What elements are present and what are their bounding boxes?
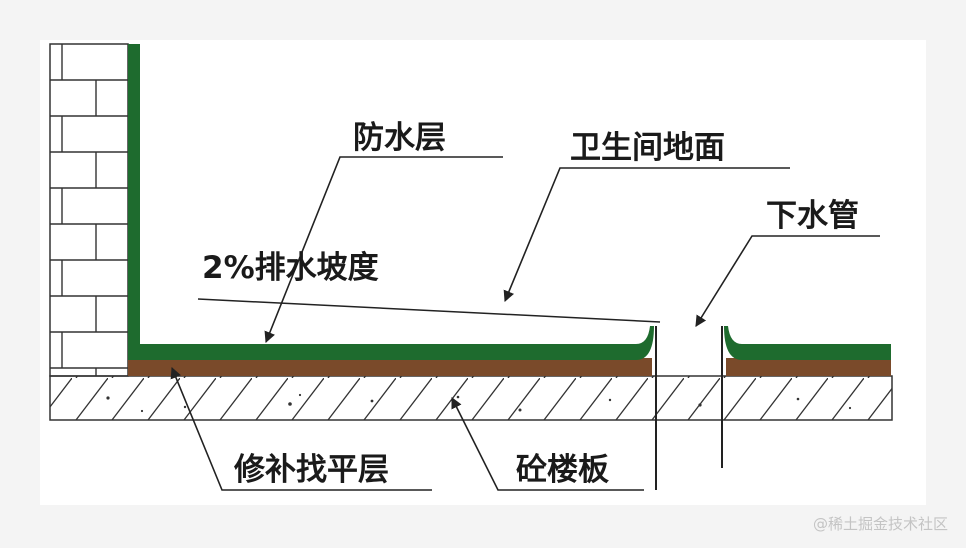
slope-line (197, 298, 661, 323)
label-waterproof-layer: 防水层 (353, 120, 446, 156)
label-repair-leveling-layer: 修补找平层 (233, 452, 389, 488)
label-drain-pipe: 下水管 (766, 198, 859, 234)
diagram-card (40, 40, 926, 505)
concrete-slab-area (49, 375, 893, 421)
waterproof-layer (128, 44, 891, 360)
leader-lines (170, 156, 880, 491)
leveling-layer (128, 358, 891, 376)
brick-wall (49, 43, 129, 377)
label-bathroom-floor: 卫生间地面 (570, 130, 725, 166)
drain-pipe (655, 326, 723, 490)
watermark: @稀土掘金技术社区 (812, 515, 948, 533)
label-concrete-slab: 砼楼板 (516, 452, 609, 488)
label-drainage-slope: 2%排水坡度 (202, 250, 379, 286)
